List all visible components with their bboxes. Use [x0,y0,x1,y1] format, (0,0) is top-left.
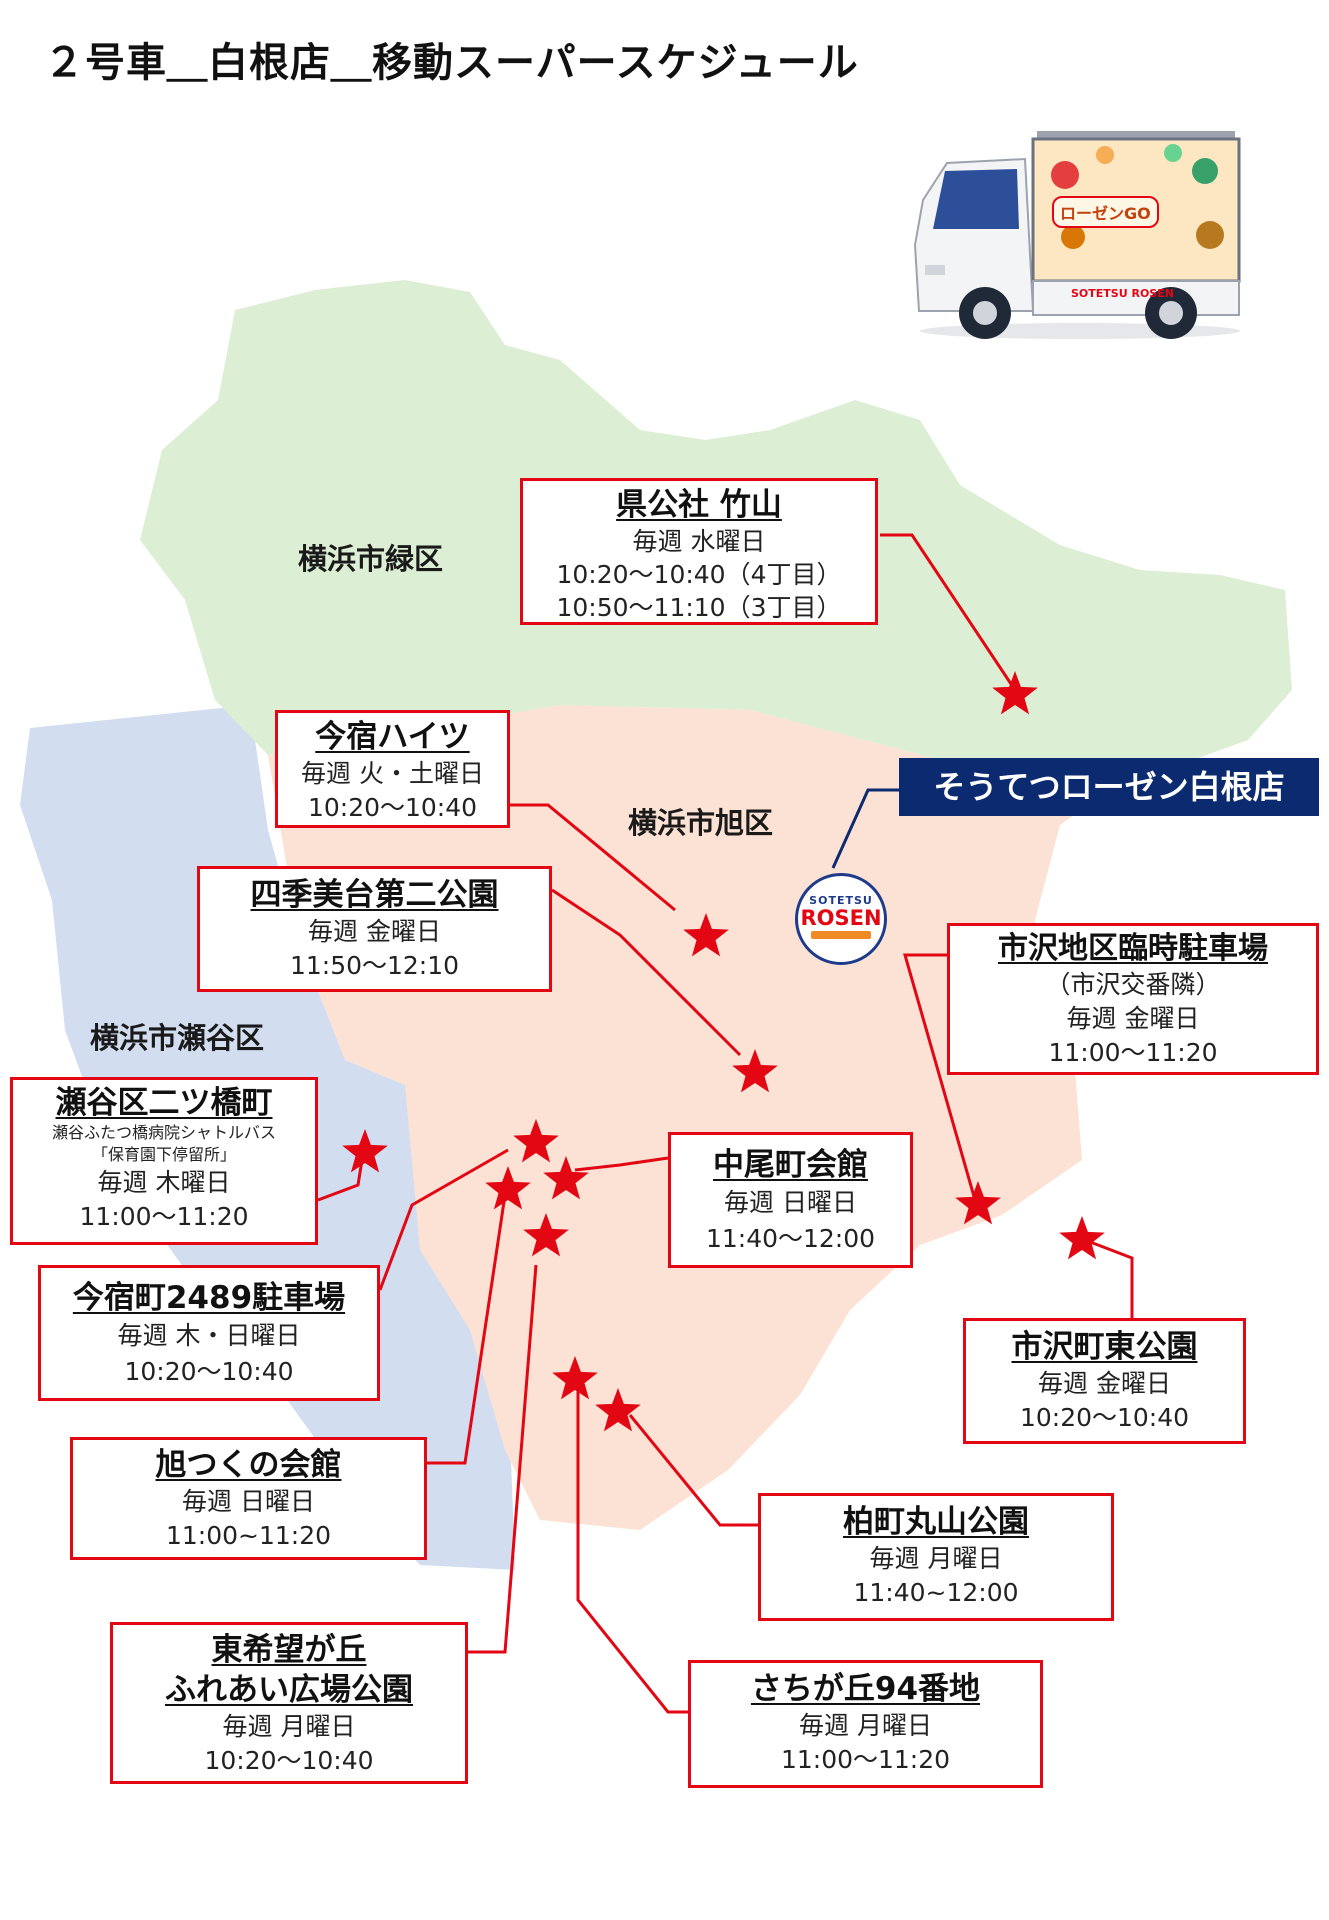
leader-line [574,1156,669,1172]
stop-note: 瀬谷ふたつ橋病院シャトルバス [51,1123,276,1142]
stop-box-kashiwa-maruyama[interactable]: 柏町丸山公園 毎週 月曜日 11:40~12:00 [758,1493,1114,1621]
stop-schedule: 毎週 金曜日 [1038,1369,1171,1398]
stop-time: 11:00~11:20 [165,1521,332,1550]
store-name-badge: そうてつローゼン白根店 [899,758,1319,816]
star-marker-icon[interactable] [485,1166,531,1210]
stop-time: 11:00～11:20 [79,1202,249,1231]
stop-name-line2: ふれあい広場公園 [165,1672,413,1708]
stop-time: 11:00～11:20 [1048,1038,1218,1067]
stop-schedule: 毎週 木・日曜日 [117,1321,301,1350]
star-marker-icon[interactable] [1059,1216,1105,1260]
stop-name: 中尾町会館 [713,1147,868,1183]
stop-schedule: 毎週 水曜日 [632,527,766,556]
ward-label-asahi: 横浜市旭区 [628,806,774,840]
star-marker-icon[interactable] [595,1388,641,1432]
stop-name: 今宿町2489駐車場 [72,1280,346,1316]
leader-line [510,803,676,912]
stop-box-imajuku-heights[interactable]: 今宿ハイツ 毎週 火・土曜日 10:20～10:40 [275,710,510,828]
stop-note: 「保育園下停留所」 [91,1145,236,1164]
leader-line [903,953,977,1201]
stop-time: 11:00～11:20 [780,1745,951,1774]
leader-lines [317,533,1134,1714]
stop-name: 柏町丸山公園 [843,1504,1029,1540]
leader-line [468,1264,538,1654]
stop-box-ichizawa-east-park[interactable]: 市沢町東公園 毎週 金曜日 10:20～10:40 [963,1318,1246,1444]
stop-box-higashi-kibougaoka[interactable]: 東希望が丘 ふれあい広場公園 毎週 月曜日 10:20～10:40 [110,1622,468,1784]
leader-line [378,1148,509,1291]
leader-line [427,1194,507,1465]
stop-time: 11:40～12:00 [705,1224,876,1253]
star-marker-icon[interactable] [523,1213,569,1257]
stop-name: 市沢地区臨時駐車場 [998,931,1268,966]
page-title: ２号車＿白根店＿移動スーパースケジュール [44,40,859,86]
stop-time: 10:20～10:40 [124,1357,294,1386]
stop-box-imajuku-2489[interactable]: 今宿町2489駐車場 毎週 木・日曜日 10:20～10:40 [38,1265,380,1401]
stop-name: 瀬谷区二ツ橋町 [55,1085,273,1121]
star-marker-icon[interactable] [732,1049,778,1093]
star-marker-icon[interactable] [543,1156,589,1200]
stop-name: 旭つくの会館 [155,1447,342,1483]
stop-name: 四季美台第二公園 [250,877,499,913]
leader-line [628,1414,758,1527]
stop-schedule: 毎週 月曜日 [222,1712,356,1741]
leader-line [880,533,1017,691]
stop-name: さちが丘94番地 [750,1671,981,1707]
star-marker-icon[interactable] [342,1129,388,1173]
stop-time: 10:50～11:10（3丁目） [556,593,842,622]
stop-time: 11:50～12:10 [289,951,460,980]
star-marker-icon[interactable] [992,671,1038,715]
stop-box-futatsubashi[interactable]: 瀬谷区二ツ橋町 瀬谷ふたつ橋病院シャトルバス 「保育園下停留所」 毎週 木曜日 … [10,1077,318,1245]
leader-line [317,1159,364,1202]
star-marker-icon[interactable] [513,1119,559,1163]
leader-line [831,788,900,869]
stop-box-ichizawa-parking[interactable]: 市沢地区臨時駐車場 （市沢交番隣） 毎週 金曜日 11:00～11:20 [947,923,1319,1075]
star-marker-icon[interactable] [955,1181,1001,1225]
truck-logo-label: SOTETSU ROSEN [1071,287,1174,300]
stop-schedule: 毎週 火・土曜日 [301,759,484,788]
stop-schedule: 毎週 月曜日 [869,1544,1003,1573]
ward-label-seya: 横浜市瀬谷区 [90,1021,265,1055]
logo-main-text: ROSEN [800,906,882,930]
stop-time: 10:20～10:40 [307,793,478,822]
star-marker-icon[interactable] [683,913,729,957]
stop-name: 今宿ハイツ [315,719,470,755]
stop-time: 10:20～10:40（4丁目） [556,560,842,589]
stop-schedule: 毎週 日曜日 [182,1487,315,1516]
stop-schedule: 毎週 金曜日 [308,917,441,946]
stop-schedule: 毎週 金曜日 [1066,1004,1200,1033]
sotetsu-rosen-logo: SOTETSU ROSEN [795,873,887,965]
stop-name: 県公社 竹山 [616,487,782,523]
stop-schedule: 毎週 木曜日 [97,1168,231,1197]
truck-brand-label: ローゼンGO [1052,196,1159,228]
stop-time: 11:40~12:00 [853,1578,1019,1607]
stop-box-takeyama[interactable]: 県公社 竹山 毎週 水曜日 10:20～10:40（4丁目） 10:50～11:… [520,478,878,625]
stop-box-asahi-tsukuno[interactable]: 旭つくの会館 毎週 日曜日 11:00~11:20 [70,1437,427,1560]
leader-line [1084,1238,1134,1318]
stop-box-shikibidai[interactable]: 四季美台第二公園 毎週 金曜日 11:50～12:10 [197,866,552,992]
stop-schedule: 毎週 日曜日 [724,1188,857,1217]
logo-bar [811,931,871,939]
stop-box-nakao-hall[interactable]: 中尾町会館 毎週 日曜日 11:40～12:00 [668,1132,913,1268]
leader-line [551,888,742,1057]
leader-line [576,1385,688,1714]
stop-schedule: 毎週 月曜日 [799,1711,932,1740]
stop-time: 10:20～10:40 [204,1746,374,1775]
stop-markers [342,671,1105,1432]
delivery-truck-icon [913,131,1241,339]
ward-label-midori: 横浜市緑区 [298,542,444,576]
star-marker-icon[interactable] [552,1356,598,1400]
stop-box-sachigaoka-94[interactable]: さちが丘94番地 毎週 月曜日 11:00～11:20 [688,1660,1043,1788]
stop-name: 東希望が丘 [211,1632,367,1668]
stop-time: 10:20～10:40 [1019,1403,1190,1432]
stop-name: 市沢町東公園 [1011,1329,1198,1365]
logo-top-text: SOTETSU [809,894,873,907]
stop-note: （市沢交番隣） [1045,970,1221,999]
